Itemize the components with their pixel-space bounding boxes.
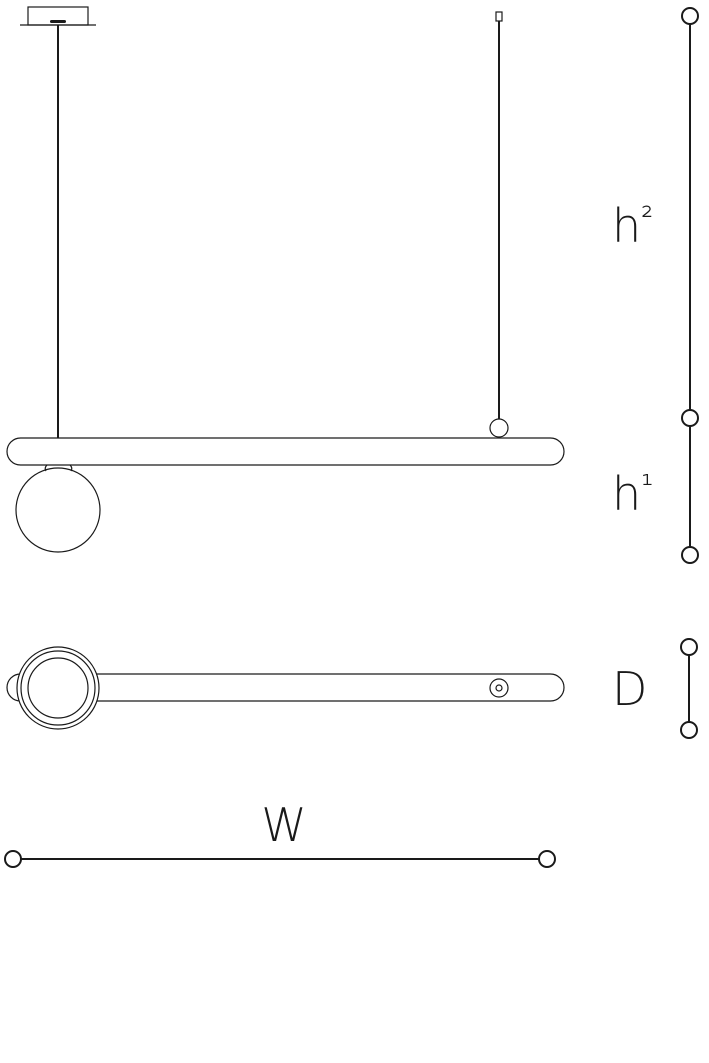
svg-text:h¹: h¹ bbox=[612, 467, 653, 521]
cable-point-inner bbox=[495, 684, 503, 692]
h2-label: h bbox=[612, 199, 641, 253]
front-horizontal-bar bbox=[6, 437, 565, 466]
cable-point-outer bbox=[489, 678, 509, 698]
top-horizontal-bar bbox=[6, 673, 565, 702]
depth-label: D bbox=[612, 662, 647, 716]
h2-dimension: h² bbox=[612, 7, 699, 427]
glass-globe bbox=[15, 467, 101, 553]
globe-outer-ring bbox=[16, 646, 100, 730]
right-cable-anchor bbox=[495, 11, 503, 22]
front-view bbox=[6, 6, 565, 553]
width-label: W bbox=[261, 798, 306, 852]
depth-dimension: D bbox=[612, 638, 698, 739]
globe-inner-ring bbox=[27, 657, 89, 719]
ceiling-canopy bbox=[20, 6, 96, 26]
svg-text:h²: h² bbox=[612, 199, 653, 253]
h1-superscript: ¹ bbox=[641, 469, 653, 504]
h1-dimension: h¹ bbox=[612, 426, 699, 564]
h2-superscript: ² bbox=[641, 201, 653, 236]
h1-label: h bbox=[612, 467, 641, 521]
globe-middle-ring bbox=[20, 650, 96, 726]
top-view bbox=[6, 646, 565, 730]
width-dimension: W bbox=[4, 798, 556, 868]
cable-grip bbox=[489, 418, 509, 438]
